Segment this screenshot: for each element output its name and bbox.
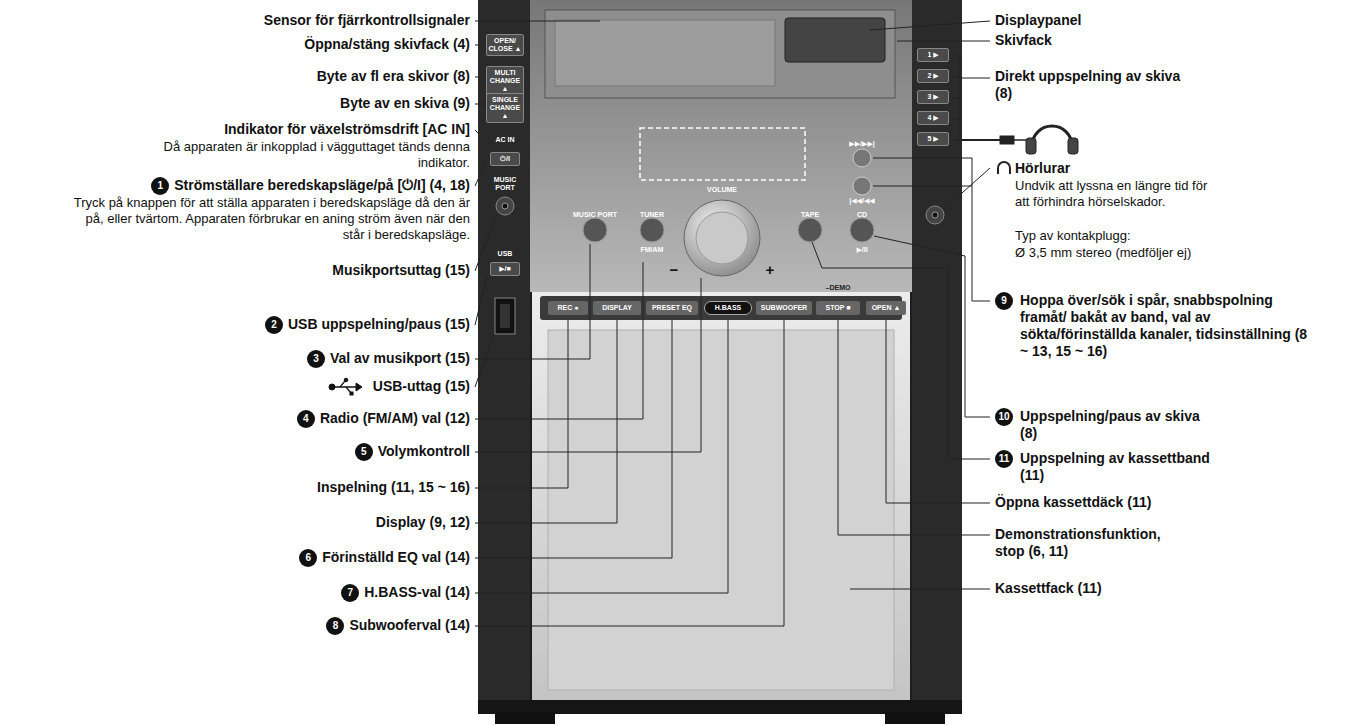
device-marking: PRESET EQ (646, 301, 698, 315)
callout-number: 1 (151, 177, 169, 195)
device-marking: |◀◀/◀◀ (842, 197, 882, 205)
callout-label: H.BASS-val (14) (364, 584, 470, 601)
callout-label: Kassettfack (11) (995, 580, 1102, 597)
device-marking: OPEN ▲ (866, 301, 906, 315)
device-marking: TAPE (795, 211, 825, 219)
callout-label: Strömställare beredskapsläge/på [⏻/I] (4… (174, 177, 470, 194)
callout-label: Direkt uppspelning av skiva (8) (995, 68, 1195, 102)
controls (495, 149, 944, 334)
callout-number: 10 (995, 408, 1013, 426)
callout-label: Förinställd EQ val (14) (322, 549, 470, 566)
callout-number: 3 (307, 350, 325, 368)
device-marking: 4 ▶ (917, 111, 949, 125)
callout-label: Volymkontroll (378, 443, 470, 460)
usb-icon (329, 378, 362, 395)
device-marking: SINGLE CHANGE ▲ (486, 93, 524, 123)
callout-number: 2 (265, 316, 283, 334)
callout-label: Öppna kassettdäck (11) (995, 494, 1151, 511)
device-marking: 5 ▶ (917, 132, 949, 146)
leader-lines (475, 21, 990, 626)
device-marking: 1 ▶ (917, 48, 949, 62)
device-marking: MUSIC PORT (485, 176, 525, 192)
callout-number: 8 (326, 617, 344, 635)
callout-label: Hoppa över/sök i spår, snabbspolning fra… (1020, 292, 1310, 360)
callout-label: Öppna/stäng skivfack (4) (304, 36, 470, 53)
callout-number: 9 (995, 292, 1013, 310)
callout-number: 6 (299, 549, 317, 567)
device-marking: CD (847, 211, 877, 219)
callout-label: Inspelning (11, 15 ~ 16) (317, 479, 470, 496)
device-marking: USB (490, 250, 520, 258)
note-text: Då apparaten är inkopplad i vägguttaget … (140, 139, 470, 171)
device-marking: H.BASS (704, 301, 752, 315)
note-text: Undvik att lyssna en längre tid för att … (1015, 178, 1215, 210)
housing (478, 0, 962, 724)
callout-label: Indikator för växelströmsdrift [AC IN] (224, 121, 470, 138)
callout-label: Radio (FM/AM) val (12) (320, 410, 470, 427)
callout-label: Subwooferval (14) (349, 617, 470, 634)
callout-label: Uppspelning av kassettband (11) (1020, 450, 1220, 484)
device-marking: + (763, 262, 777, 277)
device-marking: ▶/II (847, 246, 877, 254)
device-marking: 3 ▶ (917, 90, 949, 104)
device-marking: 2 ▶ (917, 69, 949, 83)
callout-label: Display (9, 12) (376, 514, 470, 531)
callout-label: Skivfack (995, 32, 1052, 49)
callout-number: 11 (995, 450, 1013, 468)
device-marking: FM/AM (639, 246, 665, 254)
callout-number: 4 (297, 410, 315, 428)
device-marking: –DEMO (821, 284, 855, 292)
device-marking: − (667, 262, 681, 277)
device-marking: MULTI CHANGE ▲ (486, 66, 524, 96)
callout-label: USB-uttag (15) (373, 378, 470, 395)
callout-label: Byte av en skiva (9) (340, 95, 470, 112)
device-marking: DISPLAY (593, 301, 641, 315)
callout-label: Displaypanel (995, 12, 1081, 29)
callout-label: Val av musikport (15) (330, 350, 470, 367)
note-text: Tryck på knappen för att ställa apparate… (70, 195, 470, 243)
device-marking: ▶/■ (490, 262, 520, 276)
device-marking: MUSIC PORT (570, 211, 620, 219)
device-marking: SUBWOOFER (756, 301, 812, 315)
device-marking: VOLUME (697, 186, 747, 194)
callout-number: 7 (341, 584, 359, 602)
device-marking: ▶▶/▶▶| (842, 140, 882, 148)
device-marking: STOP ■ (816, 301, 860, 315)
device-marking: ⏻/I (490, 152, 520, 166)
callout-label: Uppspelning/paus av skiva (8) (1020, 408, 1210, 442)
device-marking: REC ● (548, 301, 588, 315)
device-marking: TUNER (635, 211, 669, 219)
callout-label: Hörlurar (1015, 160, 1070, 177)
callout-label: Demonstrationsfunktion, stop (6, 11) (995, 526, 1185, 560)
callout-label: Byte av fl era skivor (8) (317, 68, 470, 85)
device-marking: OPEN/ CLOSE ▲ (486, 34, 524, 56)
callout-label: Sensor för fjärrkontrollsignaler (264, 12, 470, 29)
callout-number: 5 (355, 443, 373, 461)
note-text: Typ av kontakplugg: (1015, 228, 1131, 244)
device-marking: AC IN (486, 136, 524, 144)
note-text: Ø 3,5 mm stereo (medföljer ej) (1015, 245, 1215, 261)
callout-label: Musikportsuttag (15) (332, 262, 470, 279)
callout-label: USB uppspelning/paus (15) (288, 316, 470, 333)
